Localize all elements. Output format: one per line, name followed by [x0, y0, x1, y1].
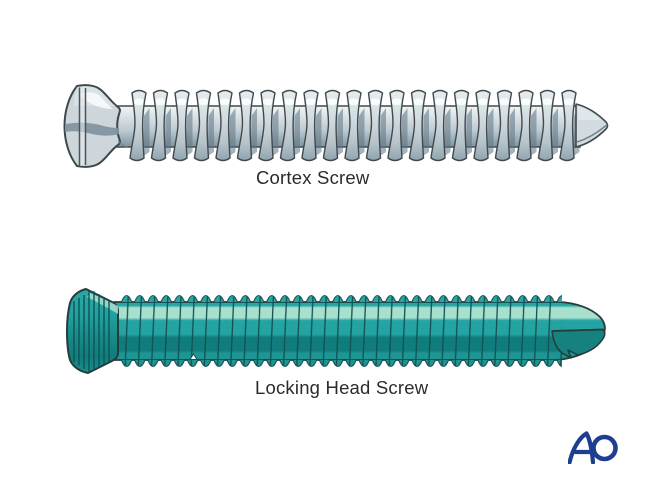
ao-logo: [568, 431, 618, 464]
cortex-screw-shaft: [113, 86, 581, 170]
locking-screw-shaft: [113, 290, 606, 375]
ao-logo-letter-a: [568, 431, 596, 464]
cortex-screw-tip: [575, 103, 609, 148]
ao-logo-letter-o: [591, 434, 618, 462]
cortex-screw-label: Cortex Screw: [256, 167, 370, 188]
locking-screw-head: [66, 288, 119, 374]
locking-head-screw-illustration: [66, 288, 606, 375]
cortex-screw-illustration: [63, 84, 609, 170]
locking-head-screw-label: Locking Head Screw: [255, 377, 429, 398]
locking-screw-tip-flute: [551, 328, 606, 359]
cortex-screw-head: [63, 84, 129, 168]
